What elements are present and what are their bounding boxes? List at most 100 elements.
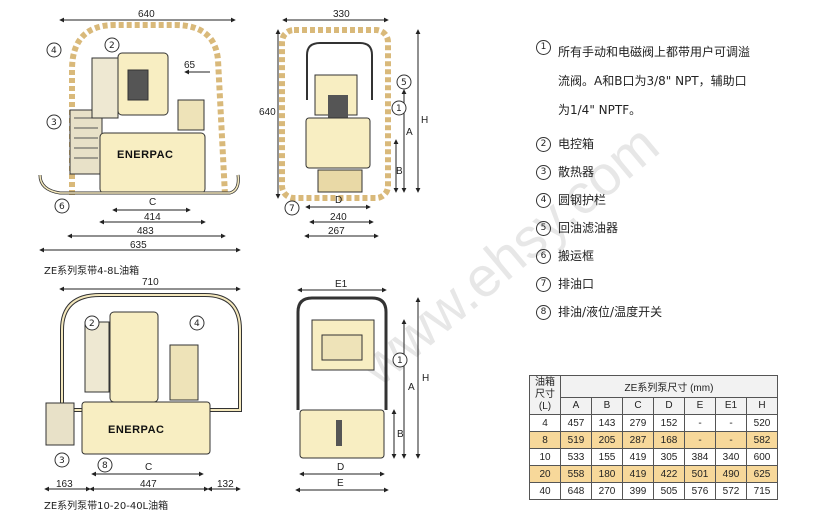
table-column-header: B bbox=[591, 396, 623, 416]
callout-1-bottom: 1 bbox=[397, 356, 403, 366]
table-cell: 715 bbox=[746, 482, 778, 500]
valve-block bbox=[177, 99, 205, 131]
legend-number: 6 bbox=[536, 249, 551, 264]
table-cell: 558 bbox=[560, 465, 592, 483]
legend-number: 1 bbox=[536, 40, 551, 55]
table-cell: 384 bbox=[684, 448, 716, 466]
dim-447: 447 bbox=[140, 479, 157, 490]
legend-item: 1 所有手动和电磁阀上都带用户可调溢 流阀。A和B口为3/8" NPT，辅助口 为… bbox=[536, 38, 806, 125]
table-cell: 168 bbox=[653, 431, 685, 449]
dim-163: 163 bbox=[56, 479, 73, 490]
dim-label-c: C bbox=[149, 197, 156, 208]
table-cell: 422 bbox=[653, 465, 685, 483]
legend-text: 排油口 bbox=[558, 277, 595, 291]
dim-label-a-top: A bbox=[406, 127, 413, 138]
dim-267: 267 bbox=[328, 226, 345, 237]
top-left-view: ENERPAC 640 65 C 414 483 635 4 2 3 6 ZE系… bbox=[38, 9, 241, 277]
callout-3-bottom: 3 bbox=[59, 456, 65, 466]
valve-block-large bbox=[169, 344, 199, 401]
dim-label-d-top: D bbox=[335, 195, 342, 206]
table-cell: 287 bbox=[622, 431, 654, 449]
dim-483: 483 bbox=[137, 226, 154, 237]
table-cell: 340 bbox=[715, 448, 747, 466]
table-column-header: C bbox=[622, 396, 654, 416]
table-cell: 457 bbox=[560, 414, 592, 432]
table-cell: 582 bbox=[746, 431, 778, 449]
bottom-right-view: E1 A B H D E 1 bbox=[295, 279, 429, 493]
legend-number: 5 bbox=[536, 221, 551, 236]
table-cell: 505 bbox=[653, 482, 685, 500]
dim-label-a-bottom: A bbox=[408, 382, 415, 393]
dim-label-b-top: B bbox=[396, 166, 403, 177]
table-cell: 152 bbox=[653, 414, 685, 432]
radiator-large bbox=[45, 402, 75, 446]
callout-5: 5 bbox=[401, 78, 407, 88]
table-cell-size: 20 bbox=[529, 465, 561, 483]
table-cell: 143 bbox=[591, 414, 623, 432]
legend-number: 3 bbox=[536, 165, 551, 180]
table-column-header: H bbox=[746, 396, 778, 416]
legend-number: 4 bbox=[536, 193, 551, 208]
control-box bbox=[91, 57, 119, 119]
table-cell: 305 bbox=[653, 448, 685, 466]
table-header-tank-size: 油箱 尺寸 (L) bbox=[529, 375, 561, 415]
table-cell: 533 bbox=[560, 448, 592, 466]
legend-item: 5 回油滤油器 bbox=[536, 219, 806, 237]
dim-label-b-bottom: B bbox=[397, 429, 404, 440]
table-column-header: A bbox=[560, 396, 592, 416]
dim-label-d-bottom: D bbox=[337, 462, 344, 473]
table-cell: 520 bbox=[746, 414, 778, 432]
radiator bbox=[69, 109, 103, 175]
table-column-header: E bbox=[684, 396, 716, 416]
callout-2-bottom: 2 bbox=[89, 319, 95, 329]
dim-width-640: 640 bbox=[138, 9, 155, 20]
table-cell: 572 bbox=[715, 482, 747, 500]
caption-bottom: ZE系列泵带10-20-40L油箱 bbox=[44, 499, 168, 512]
dim-label-h-bottom: H bbox=[422, 373, 429, 384]
legend-number: 7 bbox=[536, 277, 551, 292]
table-cell: - bbox=[684, 431, 716, 449]
legend-item: 3 散热器 bbox=[536, 163, 806, 181]
oil-tank bbox=[99, 132, 206, 194]
legend-text: 电控箱 bbox=[558, 137, 595, 151]
legend-number: 8 bbox=[536, 305, 551, 320]
table-cell: 625 bbox=[746, 465, 778, 483]
guard-frame-side bbox=[279, 27, 391, 201]
guard-frame-dashed bbox=[69, 22, 228, 196]
legend-item: 7 排油口 bbox=[536, 275, 806, 293]
motor-large bbox=[109, 311, 159, 403]
brand-logo: ENERPAC bbox=[117, 149, 173, 161]
table-cell: 180 bbox=[591, 465, 623, 483]
legend-text: 散热器 bbox=[558, 165, 595, 179]
legend-text: 搬运框 bbox=[558, 249, 595, 263]
callout-4: 4 bbox=[51, 46, 57, 56]
table-cell: 419 bbox=[622, 448, 654, 466]
caption-top: ZE系列泵带4-8L油箱 bbox=[44, 264, 139, 277]
table-cell: - bbox=[715, 414, 747, 432]
dim-240: 240 bbox=[330, 212, 347, 223]
table-cell: - bbox=[715, 431, 747, 449]
dim-132: 132 bbox=[217, 479, 234, 490]
parts-legend: 1 所有手动和电磁阀上都带用户可调溢 流阀。A和B口为3/8" NPT，辅助口 为… bbox=[536, 38, 806, 331]
table-cell: 648 bbox=[560, 482, 592, 500]
dim-65: 65 bbox=[184, 60, 196, 71]
table-cell: 399 bbox=[622, 482, 654, 500]
legend-text: 回油滤油器 bbox=[558, 221, 619, 235]
control-box-large bbox=[84, 321, 110, 393]
legend-text: 所有手动和电磁阀上都带用户可调溢 流阀。A和B口为3/8" NPT，辅助口 为1… bbox=[558, 45, 751, 117]
brand-logo-large: ENERPAC bbox=[108, 424, 164, 436]
table-cell: 600 bbox=[746, 448, 778, 466]
callout-8: 8 bbox=[102, 461, 108, 471]
dim-label-c-bottom: C bbox=[145, 462, 152, 473]
tank-side bbox=[305, 117, 371, 169]
table-cell: - bbox=[684, 414, 716, 432]
table-cell: 501 bbox=[684, 465, 716, 483]
dim-label-e: E bbox=[337, 478, 344, 489]
table-cell: 490 bbox=[715, 465, 747, 483]
